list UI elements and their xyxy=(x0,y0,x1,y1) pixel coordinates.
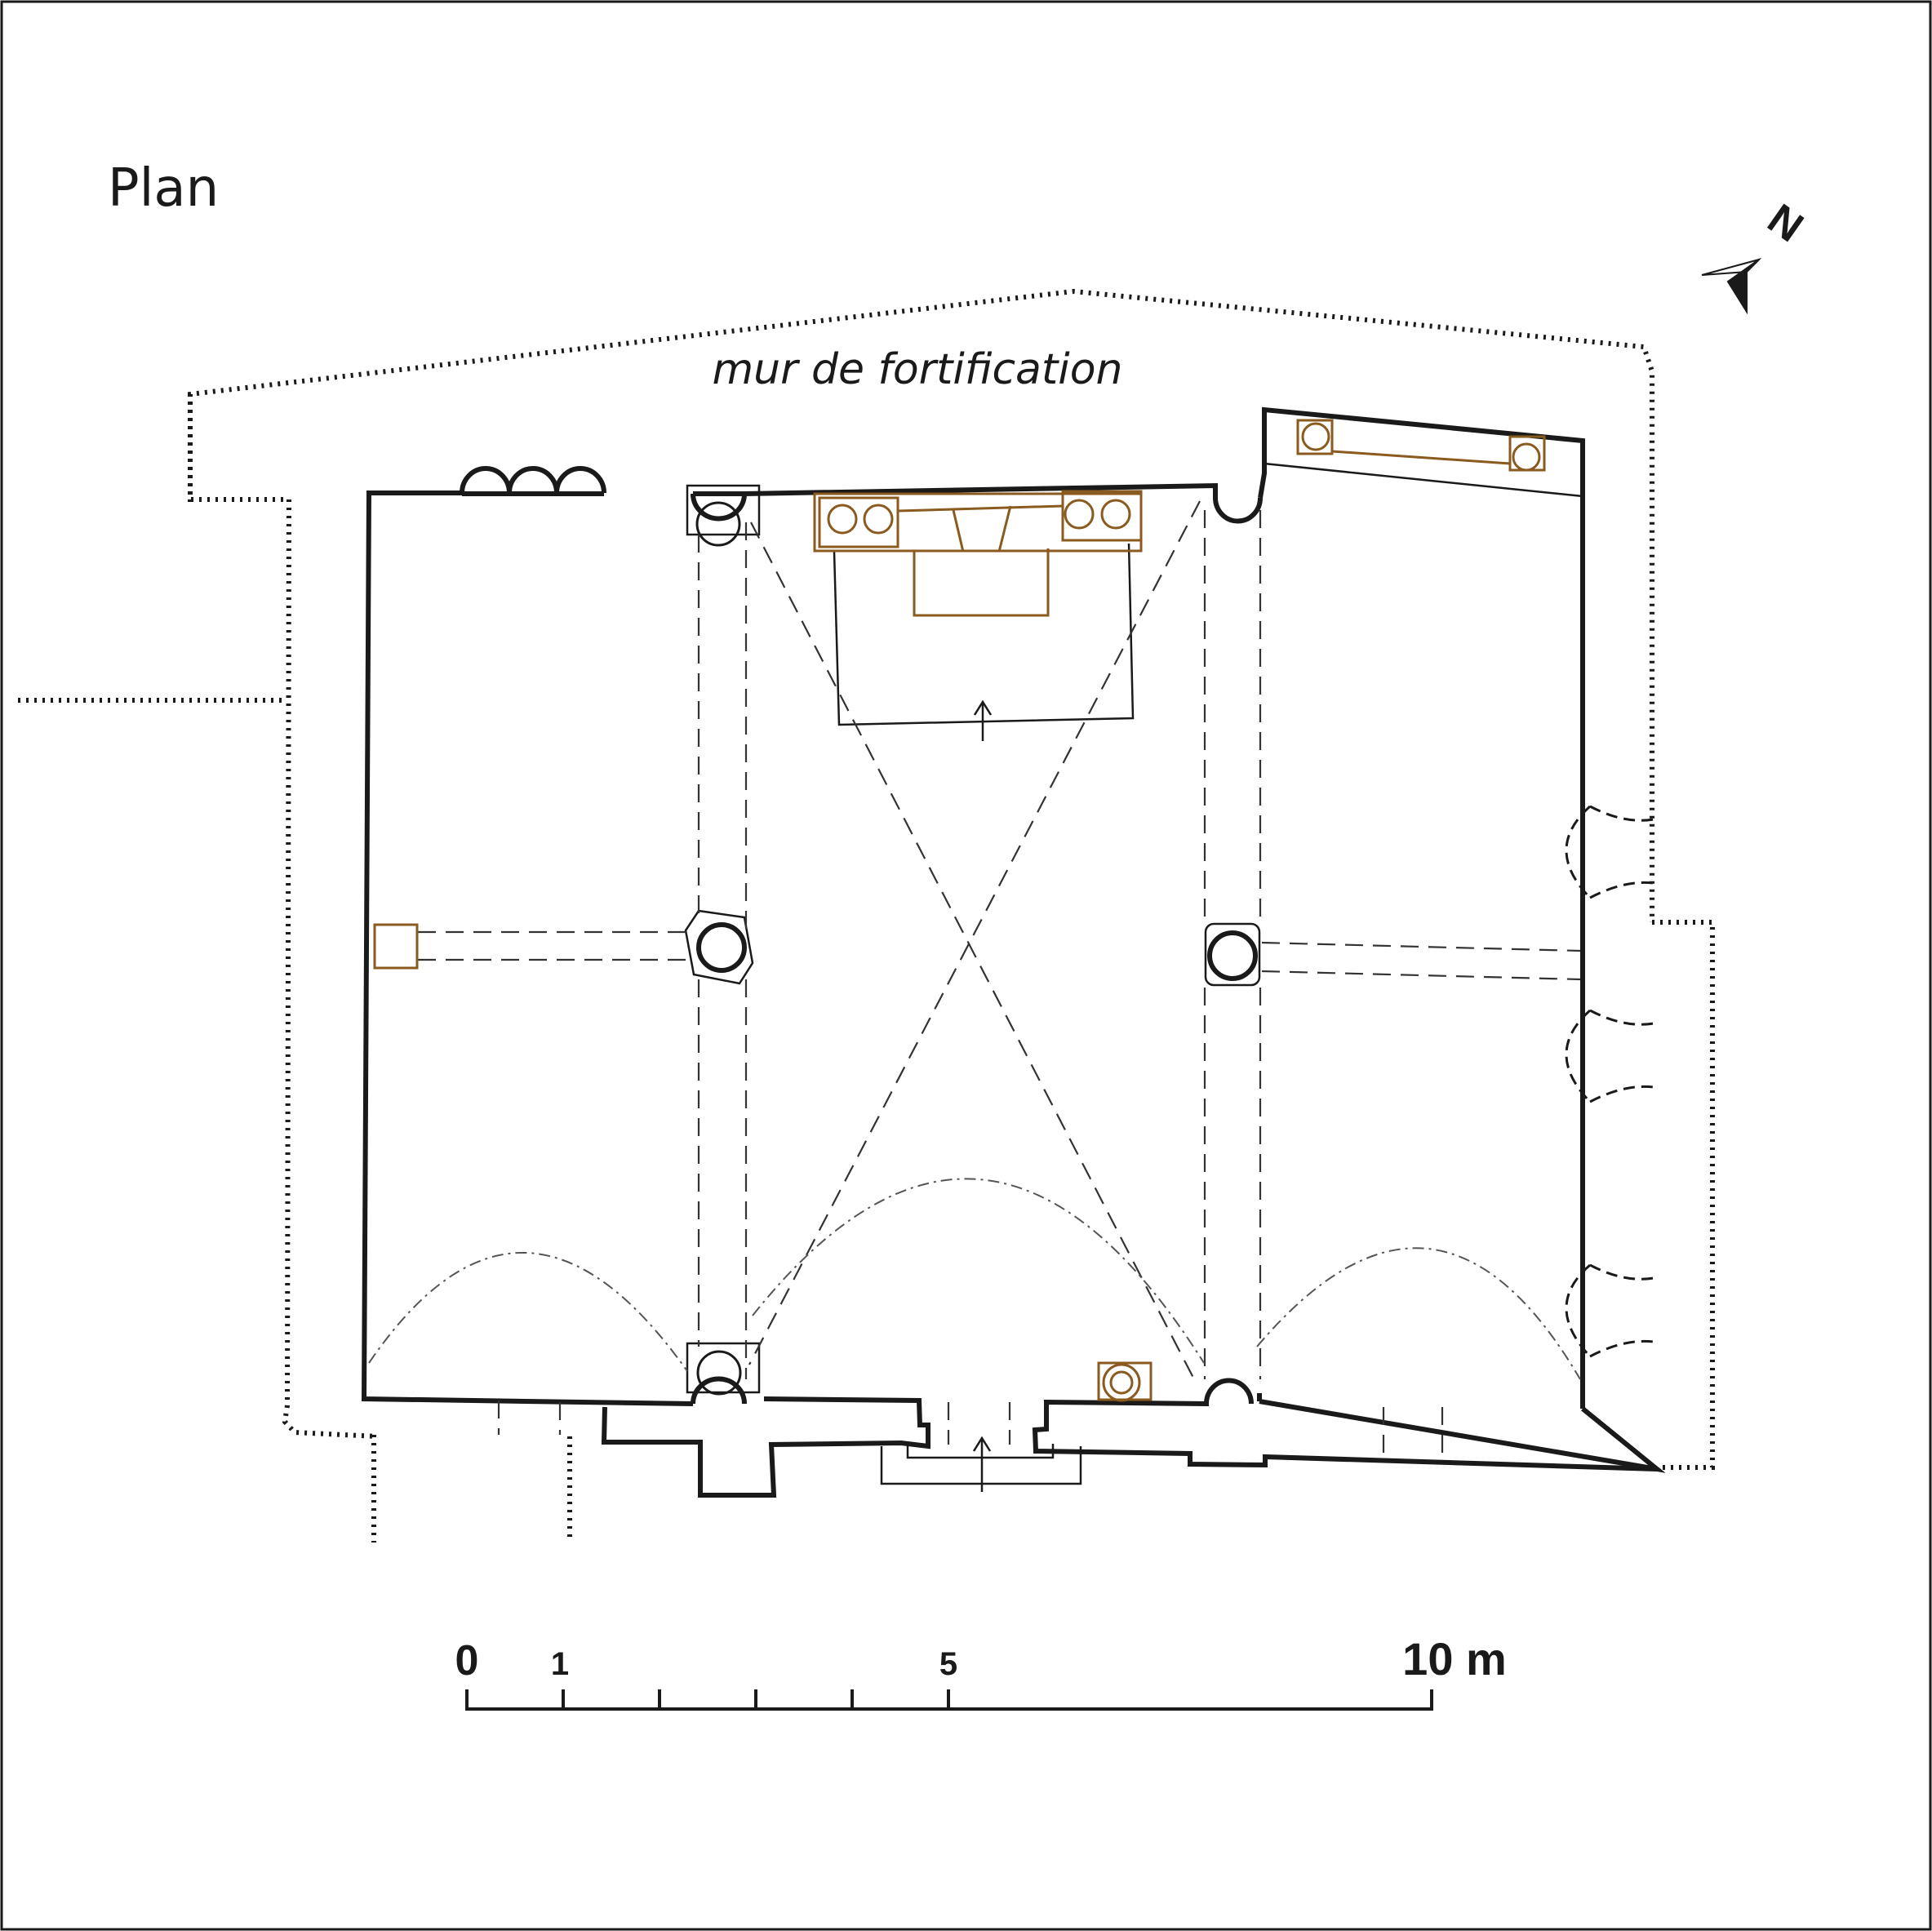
liturgical-furniture xyxy=(373,419,1546,1402)
crown-arrows xyxy=(972,699,993,1492)
vault-ribs xyxy=(418,500,1581,1461)
fortification-wall-outline xyxy=(18,288,1715,1543)
inner-lines xyxy=(684,462,1583,1485)
piers xyxy=(696,922,1258,981)
fortification-wall-label: mur de fortification xyxy=(712,345,1122,394)
pier-bases xyxy=(695,501,742,1396)
scale-label-1: 1 xyxy=(551,1646,569,1682)
page-title: Plan xyxy=(108,158,219,219)
scale-label-0: 0 xyxy=(455,1637,479,1685)
vault-arcs xyxy=(368,1178,1581,1380)
scale-label-5: 5 xyxy=(939,1646,957,1682)
scale-bar xyxy=(465,1689,1433,1711)
scale-label-10m: 10 m xyxy=(1402,1633,1507,1685)
building-walls xyxy=(361,406,1666,1498)
east-openings xyxy=(1565,805,1654,1358)
